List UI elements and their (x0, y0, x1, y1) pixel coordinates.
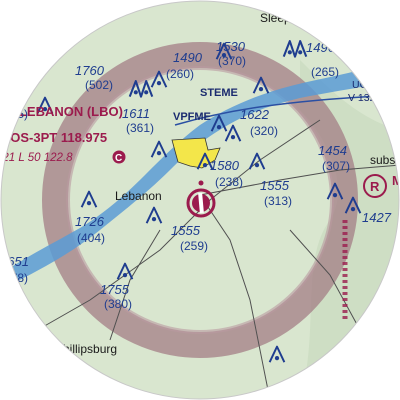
private-strip-label: R (370, 179, 380, 194)
airport-name: ES LEBANON (LBO) (0, 104, 123, 119)
obstacle-1622-agl: (320) (250, 124, 278, 138)
obstacle-1611-agl: (361) (126, 121, 154, 135)
fix-vpfme: VPFME (173, 111, 211, 123)
ctaf-badge: C (112, 150, 126, 164)
obstacle-1580-agl: (238) (215, 175, 243, 189)
obstacle-1454-agl: (307) (322, 159, 350, 173)
obstacle-1622-msl: 1622 (240, 107, 270, 122)
obstacle-1490-msl: 1490 (173, 50, 203, 65)
obstacle-1555-agl: (313) (264, 194, 292, 208)
roads (19, 119, 399, 399)
obstacle-1490-agl: (260) (166, 67, 194, 81)
obstacle-1580-msl: 1580 (210, 158, 240, 173)
airspace-ring (42, 42, 358, 358)
obstacle-1555b-agl: (259) (180, 239, 208, 253)
obstacle-1760-agl: (502) (85, 78, 113, 92)
airport-runway-info: 321 L 50 122.8 (0, 152, 73, 164)
obstacle-1755-agl: (380) (104, 297, 132, 311)
edge-letter: M (392, 173, 400, 188)
river (1, 62, 399, 290)
obstacle-1726-agl: (404) (77, 231, 105, 245)
obstacle-1530-agl: (370) (218, 54, 246, 68)
obstacle-1427-msl: 1427 (362, 210, 392, 225)
highway-v132-label: V 132 (348, 92, 376, 104)
obstacle-1454-msl: 1454 (318, 143, 347, 158)
obstacle-1555b-msl: 1555 (171, 223, 201, 238)
fix-steme: STEME (200, 87, 238, 99)
town-phillipsburg: Phillipsburg (55, 342, 117, 356)
obstacle-1530-msl: 1530 (216, 39, 246, 54)
obstacle-1611-msl: 1611 (122, 106, 150, 121)
obstacle-1651-agl: (278) (0, 271, 28, 285)
obstacle-1760-msl: 1760 (75, 63, 105, 78)
airport-symbol (186, 180, 216, 218)
town-subs: subs (370, 153, 395, 167)
obstacle-496-msl: 496 (0, 92, 22, 107)
obstacle-1651-msl: 1651 (0, 254, 29, 269)
obstacle-1496-agl: (265) (311, 65, 339, 79)
ctaf-symbol: C (115, 153, 122, 164)
airport-weather-frequency: WOS-3PT 118.975 (0, 130, 107, 145)
obstacle-1755-msl: 1755 (100, 282, 130, 297)
highway-line (174, 94, 399, 126)
obstacle-496-agl: (225) (0, 107, 28, 121)
obstacle-1726-msl: 1726 (75, 214, 105, 229)
obstacle-1555-msl: 1555 (260, 178, 290, 193)
town-lebanon: Lebanon (115, 189, 162, 203)
private-airstrip: R (363, 174, 387, 198)
